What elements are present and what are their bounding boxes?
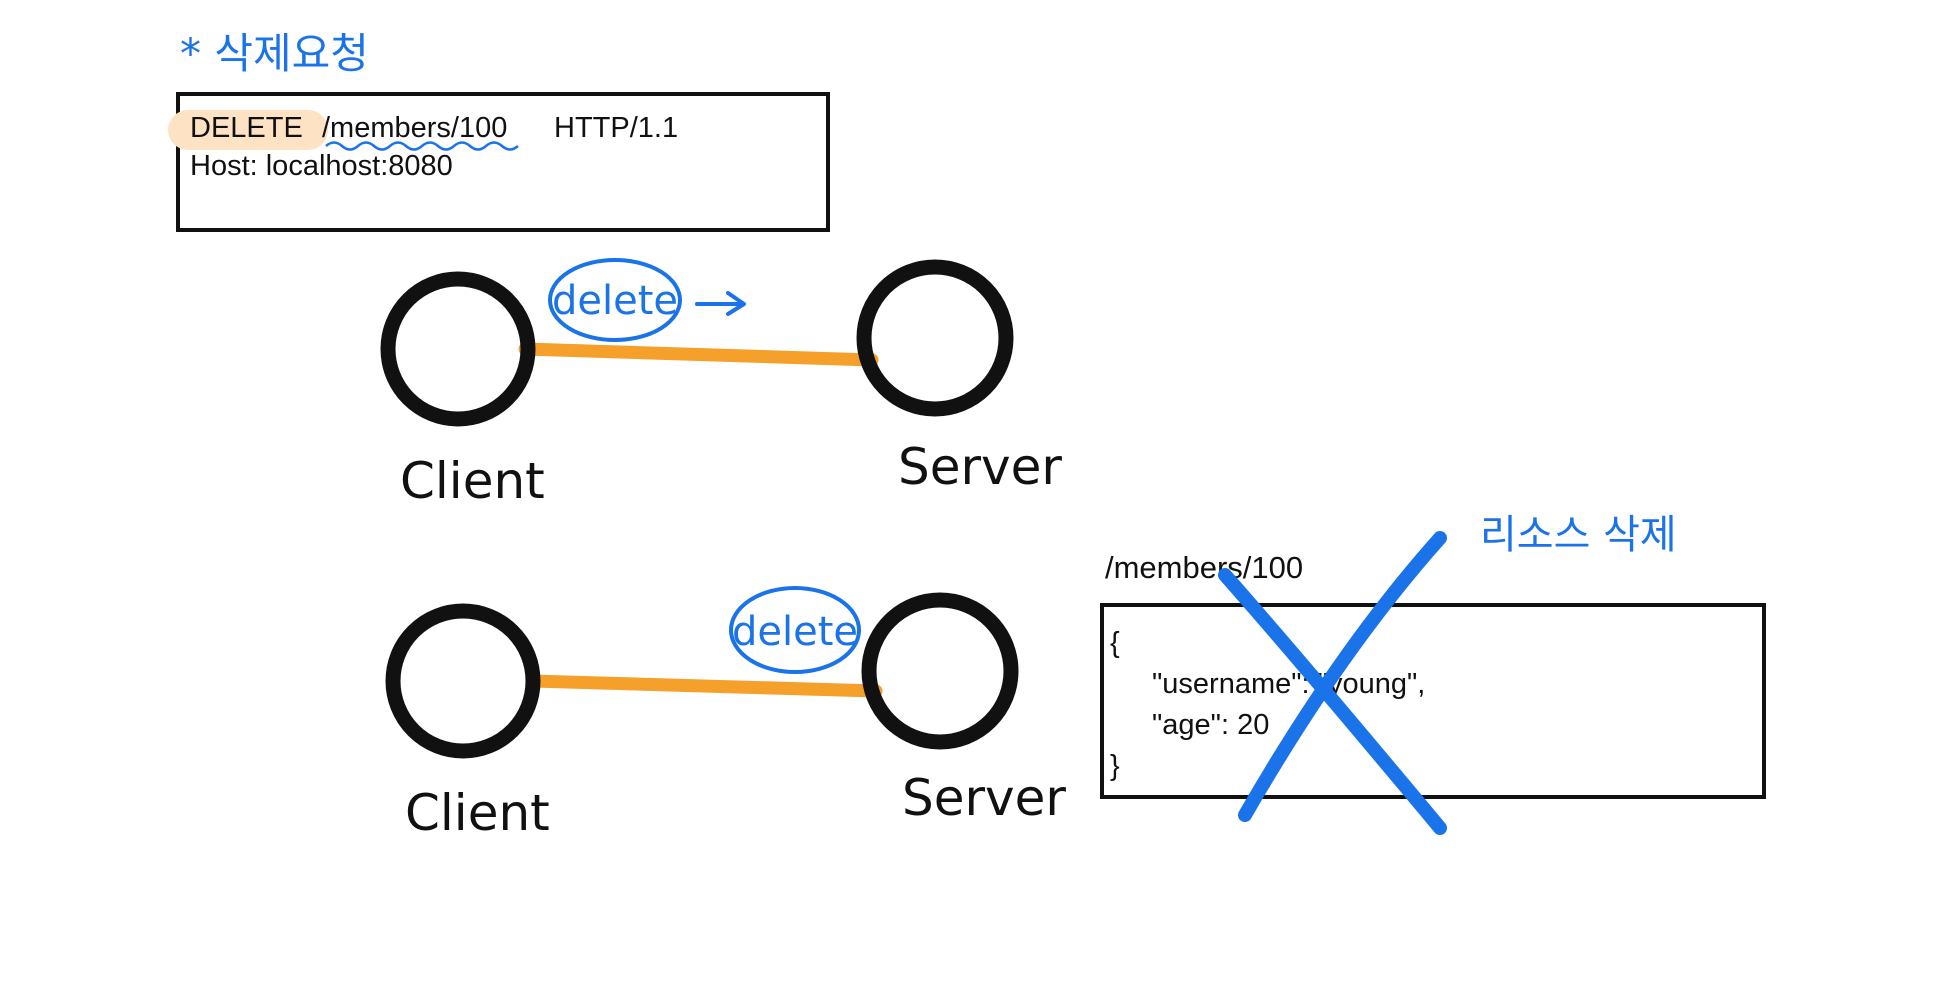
resource-delete-note: 리소스 삭제 (1480, 512, 1677, 558)
method-highlight (168, 110, 328, 150)
json-line-close: } (1110, 750, 1120, 782)
top-diagram: Client Server delete (380, 258, 1062, 510)
cross-out-icon (1218, 531, 1447, 835)
bottom-client-node (385, 603, 541, 759)
top-delete-label: delete (552, 278, 678, 324)
request-protocol: HTTP/1.1 (554, 112, 678, 144)
json-line-username: "username": "young", (1152, 668, 1425, 700)
bottom-delete-label: delete (732, 609, 858, 655)
request-box-border (176, 92, 830, 232)
request-host: Host: localhost:8080 (190, 150, 453, 182)
top-connection-line (518, 342, 879, 367)
bottom-delete-bubble (729, 586, 861, 674)
arrow-right-icon (695, 291, 746, 316)
bottom-diagram: Client Server delete (385, 586, 1066, 842)
top-client-label: Client (400, 452, 545, 510)
bottom-client-label: Client (405, 784, 550, 842)
top-server-label: Server (898, 438, 1062, 496)
request-method: DELETE (190, 112, 303, 144)
json-line-age: "age": 20 (1152, 709, 1269, 741)
section-title: * 삭제요청 (180, 29, 369, 78)
resource-path: /members/100 (1105, 550, 1303, 585)
request-path: /members/100 (322, 112, 507, 144)
top-delete-bubble (548, 258, 682, 342)
resource-box-border (1100, 603, 1766, 799)
http-request-box: DELETE /members/100 HTTP/1.1 Host: local… (168, 92, 830, 232)
bottom-server-node (861, 592, 1019, 750)
top-server-node (856, 259, 1014, 417)
resource-panel: /members/100 리소스 삭제 { "username": "young… (1100, 512, 1766, 835)
json-line-open: { (1110, 627, 1120, 659)
bottom-connection-line (525, 674, 883, 698)
top-client-node (380, 271, 536, 427)
bottom-server-label: Server (902, 769, 1066, 827)
path-underline-squiggle (325, 141, 519, 151)
